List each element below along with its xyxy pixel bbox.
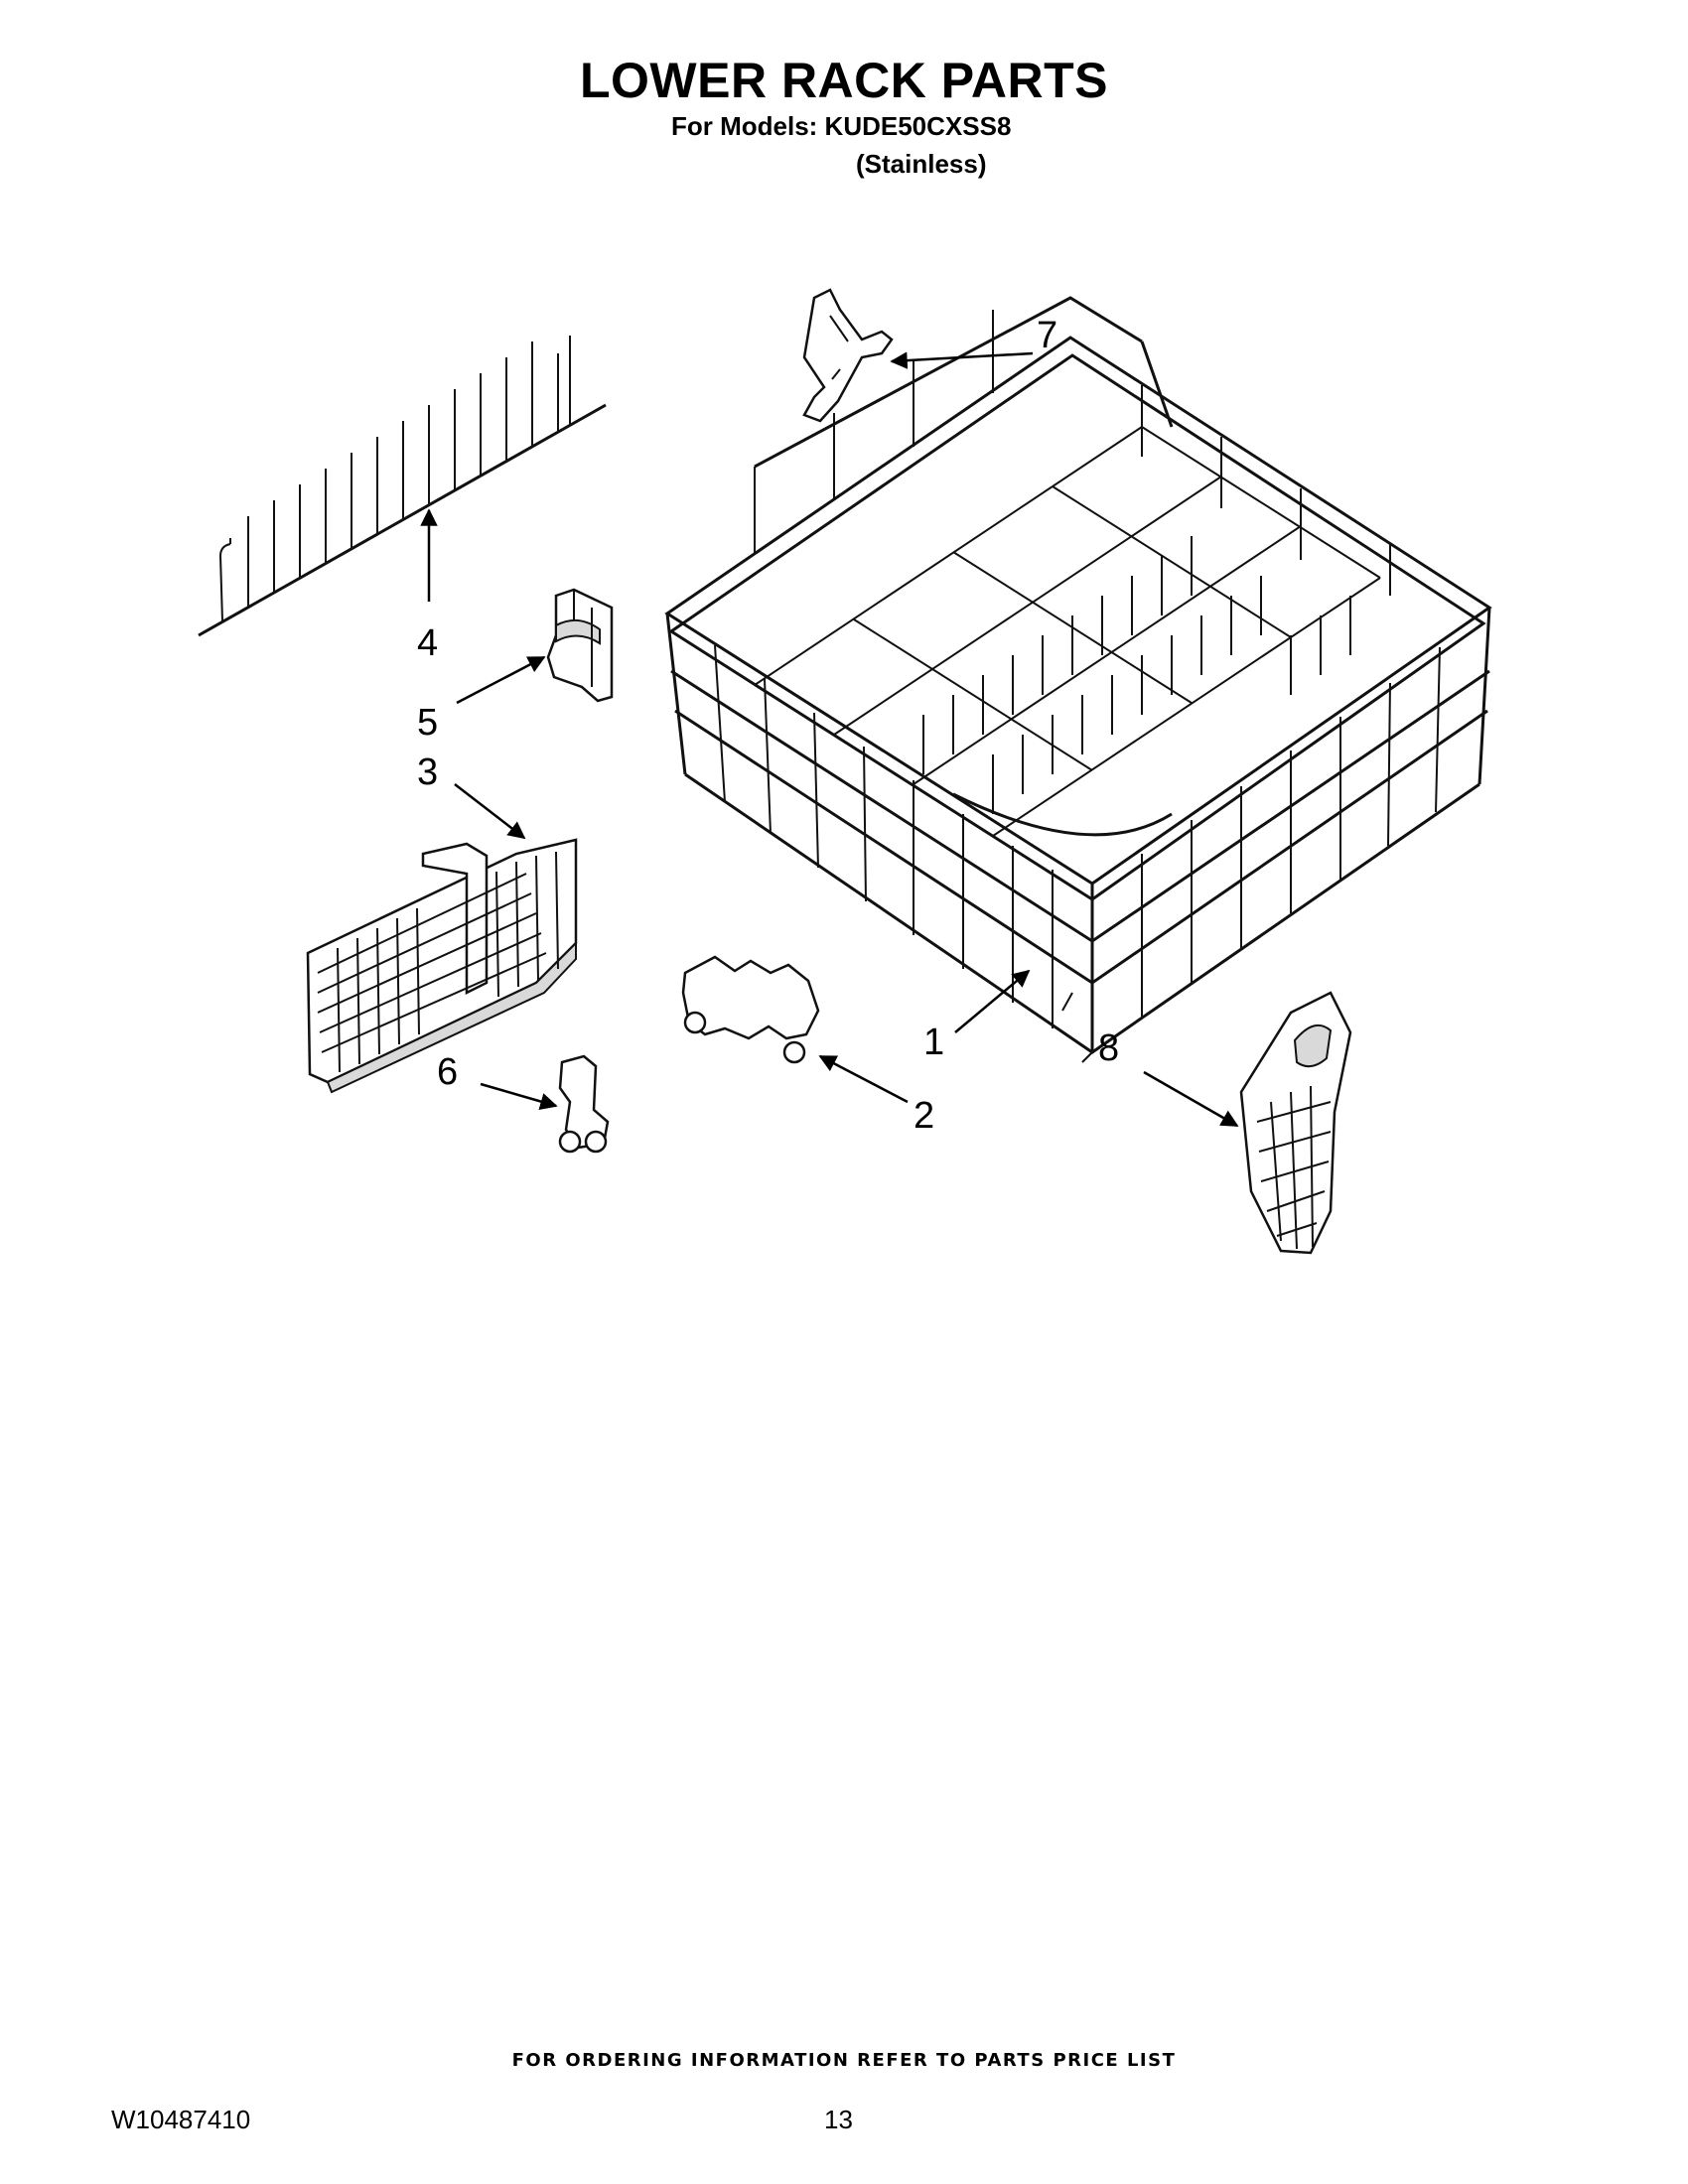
callout-3: 3 <box>417 751 438 793</box>
callout-8: 8 <box>1098 1027 1119 1069</box>
callout-arrow-7 <box>890 351 1034 369</box>
callout-5: 5 <box>417 702 438 744</box>
part-4-tine-row <box>198 336 607 637</box>
page-number: 13 <box>824 2105 853 2134</box>
model-variant: (Stainless) <box>856 149 987 179</box>
exploded-parts-diagram: 7 4 5 3 1 2 6 8 <box>198 288 1492 1255</box>
callout-arrow-8 <box>1143 1070 1239 1128</box>
part-8-small-basket <box>1239 991 1352 1255</box>
callout-arrow-3 <box>454 783 526 840</box>
callout-arrow-5 <box>456 655 546 705</box>
callout-4: 4 <box>417 622 438 664</box>
part-3-silverware-basket <box>306 838 578 1094</box>
callout-arrow-1 <box>954 969 1031 1033</box>
callout-6: 6 <box>437 1051 458 1093</box>
part-6-wheel-clip <box>558 1054 610 1154</box>
page-title: LOWER RACK PARTS <box>579 53 1109 108</box>
part-2-clip <box>681 955 820 1064</box>
part-5-bracket <box>546 588 614 703</box>
ordering-note: FOR ORDERING INFORMATION REFER TO PARTS … <box>511 2050 1177 2071</box>
callout-7: 7 <box>1037 315 1057 356</box>
part-7-clip <box>802 288 894 423</box>
callout-arrow-2 <box>818 1054 909 1104</box>
callout-arrow-6 <box>480 1082 558 1111</box>
part-1-lower-rack <box>664 296 1492 1063</box>
document-number: W10487410 <box>111 2105 251 2134</box>
models-line: For Models: KUDE50CXSS8 <box>671 111 1012 141</box>
callout-1: 1 <box>923 1022 944 1063</box>
callout-2: 2 <box>914 1095 934 1137</box>
